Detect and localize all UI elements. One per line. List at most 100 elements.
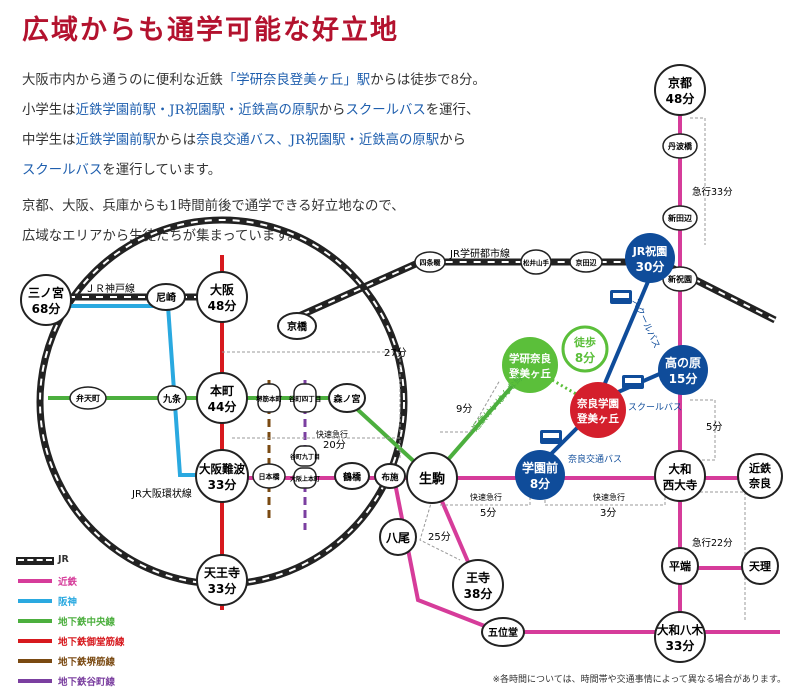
station-oji[interactable]: 王寺 38分 xyxy=(452,559,504,611)
station-iwafune[interactable]: 四条畷 xyxy=(414,251,446,273)
intro-line-1: 大阪市内から通うのに便利な近鉄「学研奈良登美ヶ丘」駅からは徒歩で8分。 xyxy=(22,73,486,88)
svg-text:新祝園: 新祝園 xyxy=(668,274,692,284)
station-bentencho[interactable]: 弁天町 xyxy=(69,386,107,410)
legend-item: 地下鉄谷町線 xyxy=(18,674,158,688)
svg-text:松井山手: 松井山手 xyxy=(523,258,550,267)
station-shintanabe[interactable]: 新田辺 xyxy=(662,205,698,231)
station-matsuiyamate[interactable]: 松井山手 xyxy=(520,249,552,275)
svg-text:8分: 8分 xyxy=(530,476,550,491)
legend-label: 阪神 xyxy=(58,597,78,608)
station-kyoto[interactable]: 京都 48分 xyxy=(654,64,706,116)
station-kintetsu-nara[interactable]: 近鉄 奈良 xyxy=(737,453,783,499)
walk-badge: 徒歩 8分 xyxy=(561,325,609,373)
time-9: 9分 xyxy=(456,403,472,415)
station-tsuruhashi[interactable]: 鶴橋 xyxy=(334,462,370,490)
time-5a: 5分 xyxy=(480,507,496,519)
station-morinomiya[interactable]: 森ノ宮 xyxy=(328,383,366,413)
station-nipponbashi[interactable]: 日本橋 xyxy=(252,463,286,489)
station-tennoji[interactable]: 天王寺 33分 xyxy=(196,554,248,606)
svg-text:学園前: 学園前 xyxy=(522,460,558,475)
svg-text:丹波橋: 丹波橋 xyxy=(667,141,693,151)
station-namba[interactable]: 大阪難波 33分 xyxy=(195,449,249,503)
svg-text:大和: 大和 xyxy=(669,462,692,476)
legend-swatch xyxy=(18,579,52,583)
station-hommachi[interactable]: 本町 44分 xyxy=(196,372,248,424)
station-yamato-saidaiji[interactable]: 大和 西大寺 xyxy=(654,450,706,502)
legend-item: 地下鉄中央線 xyxy=(18,614,158,628)
svg-text:33分: 33分 xyxy=(666,638,695,653)
intro-line-2: 小学生は近鉄学園前駅・JR祝園駅・近鉄高の原駅からスクールバスを運行、 xyxy=(22,103,480,118)
station-osaka-uehommachi[interactable]: 大阪上本町 xyxy=(290,467,320,489)
school-marker[interactable]: 奈良学園 登美ヶ丘 xyxy=(570,382,626,438)
intro-line-3: 中学生は近鉄学園前駅からは奈良交通バス、JR祝園駅・近鉄高の原駅から xyxy=(22,133,466,148)
guide-20 xyxy=(232,437,401,460)
station-hirahata[interactable]: 平端 xyxy=(661,547,699,585)
svg-text:本町: 本町 xyxy=(210,383,234,398)
station-kyobashi[interactable]: 京橋 xyxy=(277,312,317,340)
bus-icon xyxy=(622,375,644,389)
legend-swatch xyxy=(18,659,52,663)
svg-text:西大寺: 西大寺 xyxy=(663,478,698,492)
page-title: 広域からも通学可能な好立地 xyxy=(22,15,399,46)
station-osaka[interactable]: 大阪 48分 xyxy=(196,271,248,323)
svg-text:68分: 68分 xyxy=(32,301,61,316)
svg-text:谷町四丁目: 谷町四丁目 xyxy=(289,394,322,403)
station-kujo[interactable]: 九条 xyxy=(157,385,187,411)
svg-text:弁天町: 弁天町 xyxy=(76,393,100,403)
svg-text:登美ヶ丘: 登美ヶ丘 xyxy=(508,367,551,380)
school-bus-label-1: スクールバス xyxy=(629,297,662,351)
svg-text:京都: 京都 xyxy=(668,75,692,90)
access-paragraph: 京都、大阪、兵庫からも1時間前後で通学できる好立地なので、 広域なエリアから生徒… xyxy=(22,192,405,252)
legend-label: 地下鉄谷町線 xyxy=(58,677,116,688)
svg-text:高の原: 高の原 xyxy=(665,355,701,370)
guide-express33 xyxy=(690,117,706,245)
svg-text:京橋: 京橋 xyxy=(287,320,308,333)
svg-text:生駒: 生駒 xyxy=(419,471,445,487)
svg-text:谷町九丁目: 谷町九丁目 xyxy=(290,453,320,461)
legend-swatch xyxy=(18,619,52,623)
svg-text:尼崎: 尼崎 xyxy=(156,291,176,304)
express33-label: 急行33分 xyxy=(692,186,733,198)
legend-label: JR xyxy=(58,554,69,565)
svg-text:15分: 15分 xyxy=(669,371,698,386)
station-tenri[interactable]: 天理 xyxy=(741,547,779,585)
svg-text:徒歩: 徒歩 xyxy=(573,335,596,349)
svg-text:30分: 30分 xyxy=(636,259,665,274)
rapid-label-3: 快速急行 xyxy=(593,492,625,502)
station-fuse[interactable]: 布施 xyxy=(374,463,406,489)
station-tomigaoka[interactable]: 学研奈良 登美ヶ丘 xyxy=(502,337,558,393)
legend-label: 地下鉄堺筋線 xyxy=(58,657,116,668)
svg-text:京田辺: 京田辺 xyxy=(576,258,597,267)
station-tambabashi[interactable]: 丹波橋 xyxy=(662,133,698,159)
station-sakaisuji-hommachi[interactable]: 堺筋本町 xyxy=(256,383,283,413)
station-goidou[interactable]: 五位堂 xyxy=(481,617,525,647)
svg-text:奈良学園: 奈良学園 xyxy=(576,397,619,410)
station-amagasaki[interactable]: 尼崎 xyxy=(146,283,186,311)
legend-item: JR xyxy=(16,554,158,568)
station-ikoma[interactable]: 生駒 xyxy=(406,452,458,504)
svg-text:堺筋本町: 堺筋本町 xyxy=(256,394,283,403)
station-kyotanabe[interactable]: 京田辺 xyxy=(569,251,603,273)
rapid-label-2: 快速急行 xyxy=(470,492,502,502)
station-gakuenmae[interactable]: 学園前 8分 xyxy=(515,450,565,500)
svg-text:38分: 38分 xyxy=(464,586,493,601)
keihanna-label: 近鉄けいはんな線 xyxy=(469,372,525,434)
bus-icon xyxy=(610,290,632,304)
svg-text:五位堂: 五位堂 xyxy=(488,626,518,639)
svg-text:平端: 平端 xyxy=(669,559,691,573)
station-tanimachi4[interactable]: 谷町四丁目 xyxy=(289,383,322,413)
jr-gakken-label: JR学研都市線 xyxy=(449,247,510,260)
station-yamato-yagi[interactable]: 大和八木 33分 xyxy=(654,611,706,663)
school-bus-label-2: スクールバス xyxy=(628,402,682,413)
station-sannomiya[interactable]: 三ノ宮 68分 xyxy=(20,274,72,326)
guide-9 xyxy=(440,379,501,433)
svg-text:33分: 33分 xyxy=(208,477,237,492)
svg-text:鶴橋: 鶴橋 xyxy=(343,471,362,483)
station-yao[interactable]: 八尾 xyxy=(379,518,417,556)
station-tanimachi9[interactable]: 谷町九丁目 xyxy=(290,445,320,467)
station-takanohara[interactable]: 高の原 15分 xyxy=(658,345,708,395)
guide-25 xyxy=(419,499,461,561)
station-hosono[interactable]: JR祝園 30分 xyxy=(625,233,675,283)
svg-text:JR祝園: JR祝園 xyxy=(632,244,668,258)
svg-text:奈良: 奈良 xyxy=(748,476,771,490)
